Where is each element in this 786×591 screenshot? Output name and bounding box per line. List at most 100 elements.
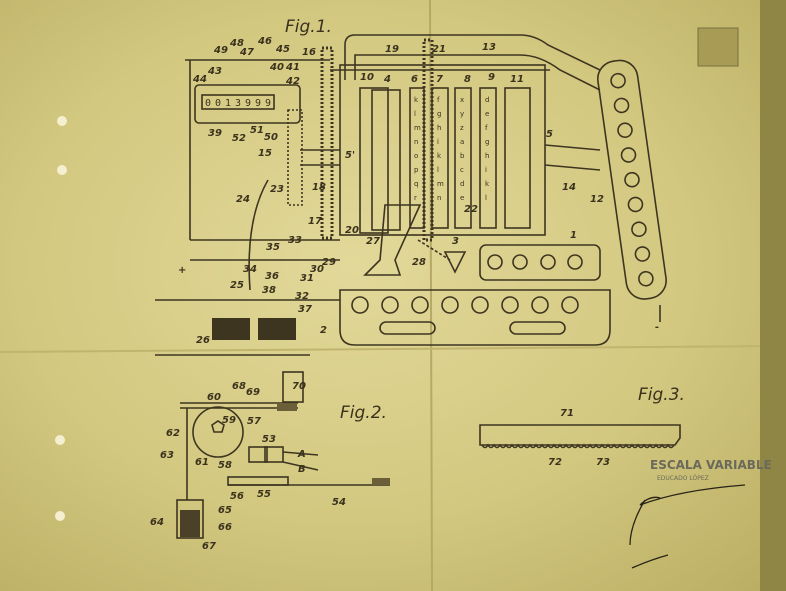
drawing-label: d [460,180,464,188]
drawing-label: a [460,138,464,146]
drawing-label: 71 [560,408,574,419]
drawing-label: 9 [488,72,495,83]
drawing-label: 69 [246,387,260,398]
figure-1: Fig.1. kl mn op qr fg hi kl mn xy [155,17,667,346]
drawing-label: 39 [208,128,222,139]
drawing-label: 60 [207,392,221,403]
drawing-label: 4 [383,74,391,85]
punch-holes [55,116,67,521]
drawing-label: 73 [596,457,610,468]
drawing-label: 19 [385,44,399,55]
drum-column-7: fg hi kl mn [437,96,444,202]
drawing-label: 17 [308,216,322,227]
fold-line [0,345,786,353]
drawing-label: 41 [285,62,300,73]
drawing-label: EDUCADO LÓPEZ [657,475,709,482]
drawing-label: 2 [320,325,327,336]
drawing-label: 30 [310,264,324,275]
drawing-label: 11 [510,74,524,85]
drawing-label: 43 [207,66,222,77]
drawing-label: 52 [232,133,246,144]
fig2-title: Fig.2. [340,403,387,423]
drawing-label: 54 [332,497,346,508]
drawing-label: 5' [345,150,355,161]
drawing-label: q [414,180,418,188]
drawing-label: B [298,464,306,475]
drawing-label: A [297,449,306,460]
drawing-label: 8 [464,74,471,85]
drawing-label: h [437,124,441,132]
drawing-label: 1 [225,98,231,109]
drawing-label: 47 [239,47,254,58]
drum-column-9: de fg hi kl [485,96,490,202]
magnet-coil [258,318,296,340]
drawing-label: 22 [464,204,478,215]
drawing-label: 28 [412,257,426,268]
drawing-label: m [414,124,421,132]
drawing-label: r [414,194,417,202]
drawing-label: 1 [570,230,577,241]
corner-stamp [697,27,739,67]
drawing-label: 13 [482,42,496,53]
drawing-label: 12 [590,194,604,205]
fig3-title: Fig.3. [638,385,685,405]
drawing-label: 24 [236,194,250,205]
drawing-label: 40 [269,62,284,73]
drawing-label: 6 [411,74,418,85]
drawing-label: 31 [300,273,314,284]
drawing-label: 59 [222,415,236,426]
drawing-label: 27 [366,236,380,247]
drawing-label: 9 [245,98,251,109]
drawing-label: g [485,138,489,146]
drawing-label: 9 [265,98,271,109]
drawing-label: 0 [215,98,221,109]
drawing-label: 34 [243,264,257,275]
drawing-label: 15 [258,148,272,159]
drawing-label: 49 [213,45,228,56]
drawing-label: 61 [195,457,209,468]
drawing-label: 56 [230,491,244,502]
drawing-label: 55 [257,489,271,500]
drum-column-8: xy za bc de [460,96,465,202]
magnet-coil [212,318,250,340]
drawing-label: 51 [250,125,264,136]
drawing-label: f [485,124,488,132]
fig1-title: Fig.1. [285,17,332,37]
drawing-label: 57 [247,416,261,427]
drawing-label: z [460,124,464,132]
drawing-label: l [485,194,487,202]
drawing-label: 3 [452,236,459,247]
drawing-label: - [655,322,659,333]
drawing-label: n [437,194,441,202]
drawing-label: 29 [322,257,336,268]
drawing-label: + [178,265,186,276]
drawing-label: 67 [202,541,216,552]
drawing-label: h [485,152,489,160]
drawing-label: k [485,180,490,188]
drawing-label: 0 [205,98,211,109]
drawing-label: 68 [232,381,246,392]
drawing-label: 64 [150,517,164,528]
drawing-label: l [437,166,439,174]
drawing-label: 26 [196,335,210,346]
drawing-label: 7 [436,74,443,85]
drawing-label: 50 [264,132,278,143]
drawing-label: e [460,194,464,202]
drawing-label: 44 [192,74,207,85]
drawing-label: 48 [229,38,244,49]
drawing-label: 33 [288,235,302,246]
paper-edge [760,0,786,591]
drawing-label: 53 [262,434,276,445]
drawing-label: 36 [265,271,279,282]
drawing-label: 62 [166,428,180,439]
key-strip-12 [597,59,667,300]
drawing-label: 63 [160,450,174,461]
drawing-label: i [485,166,487,174]
drawing-label: d [485,96,489,104]
drawing-label: 45 [275,44,290,55]
drawing-label: m [437,180,444,188]
